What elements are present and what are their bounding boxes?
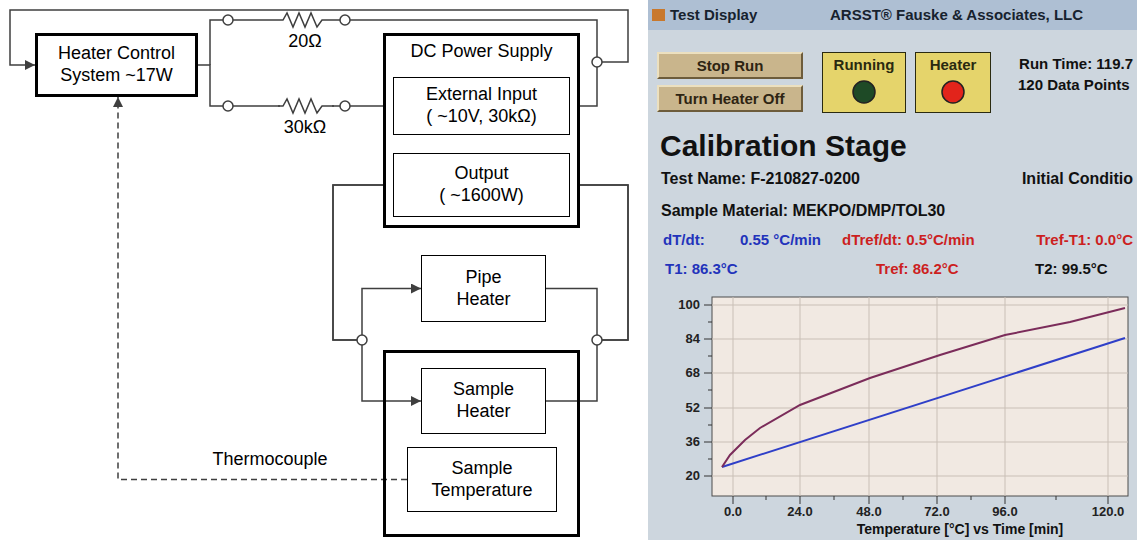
screen-text: 20 [686, 468, 700, 484]
screen-text: Test Name: F-210827-0200 [661, 169, 860, 188]
junction [357, 335, 367, 345]
heater-box: Pipe Heater [421, 255, 546, 322]
node-text: DC Power Supply [386, 41, 577, 63]
screen-text: T1: 86.3°C [665, 260, 738, 278]
screen-text: 120.0 [1092, 504, 1125, 520]
lamp-light [942, 81, 964, 103]
screen-text: Tref-T1: 0.0°C [1036, 231, 1133, 249]
screen-panel [648, 0, 1137, 540]
wire-connector [10, 10, 628, 106]
screen-text: dT/dt: [663, 231, 705, 249]
screen-text: ARSST® Fauske & Associates, LLC [830, 6, 1083, 24]
screen-text: 120 Data Points [1018, 76, 1130, 94]
screen-text: 36 [686, 434, 700, 450]
power-supply-box: DC Power SupplyExternal Input( ~10V, 30k… [383, 33, 580, 228]
node-text: ( ~1600W) [439, 185, 524, 207]
screen-text: 52 [686, 400, 700, 416]
indicator-lamp [851, 79, 877, 105]
node-text: Turn Heater Off [676, 90, 785, 108]
node-text: ( ~10V, 30kΩ) [426, 106, 536, 128]
axis-ticks [704, 305, 1108, 504]
screen-text: 84 [686, 331, 700, 347]
node-text: Heater [930, 56, 977, 74]
screen-text: 68 [686, 365, 700, 381]
junction [592, 335, 602, 345]
junction [592, 57, 602, 67]
screen-text: Sample Material: MEKPO/DMP/TOL30 [661, 201, 945, 220]
grid-lines [733, 297, 1108, 496]
node-text: Sample Heater [447, 379, 521, 422]
terminal [223, 15, 233, 25]
resistor-symbol [278, 99, 334, 113]
screen-text: 0.55 °C/min [740, 231, 821, 249]
output-port-box: Output( ~1600W) [393, 153, 570, 217]
node-text: Sample Temperature [425, 458, 539, 501]
indicator-panel: Running [822, 52, 906, 113]
title-bar [648, 0, 1137, 30]
controller-box: Heater Control System ~17W [35, 33, 198, 97]
node-text: Stop Run [697, 57, 764, 75]
resistor-value: 20Ω [288, 31, 321, 53]
screen-text: Calibration Stage [660, 128, 907, 164]
terminal [340, 15, 350, 25]
node-text: Output [454, 163, 508, 185]
sample-enclosure [385, 352, 579, 536]
screen-text: 0.0 [724, 504, 742, 520]
screen-text: Test Display [670, 6, 757, 24]
node-text: External Input [426, 84, 537, 106]
node-text: Pipe Heater [447, 267, 521, 310]
screen-text: 24.0 [787, 504, 812, 520]
node-text: Heater Control System ~17W [42, 43, 191, 86]
indicator-panel: Heater [915, 52, 991, 113]
plot-area [712, 297, 1128, 496]
app-icon [652, 9, 665, 21]
reference-curve [722, 338, 1125, 467]
screen-button: Turn Heater Off [657, 85, 803, 112]
screen-text: T2: 99.5°C [1035, 260, 1108, 278]
sensor-box: Sample Temperature [407, 447, 557, 512]
screen-text: Initial Conditio [1022, 169, 1133, 188]
screen-text: Run Time: 119.7 [1019, 55, 1133, 73]
screen-button: Stop Run [657, 52, 803, 79]
screen-text: 96.0 [992, 504, 1017, 520]
wire-connector [118, 97, 407, 480]
resistor-value: 30kΩ [284, 117, 326, 139]
input-port-box: External Input( ~10V, 30kΩ) [393, 77, 570, 135]
connector-label: Thermocouple [209, 449, 330, 471]
terminal [223, 101, 233, 111]
terminal [340, 101, 350, 111]
heater-box: Sample Heater [421, 368, 546, 434]
sample-curve [722, 308, 1125, 467]
lamp-light [853, 81, 875, 103]
screen-text: 100 [678, 297, 700, 313]
screen-text: Tref: 86.2°C [876, 260, 959, 278]
screen-text: 72.0 [924, 504, 949, 520]
node-text: Running [834, 56, 895, 74]
screen-text: dTref/dt: 0.5°C/min [842, 231, 975, 249]
grid-lines [712, 305, 1128, 476]
screen-text: 48.0 [856, 504, 881, 520]
screen-text: Temperature [°C] vs Time [min] [857, 521, 1064, 538]
indicator-lamp [940, 79, 966, 105]
